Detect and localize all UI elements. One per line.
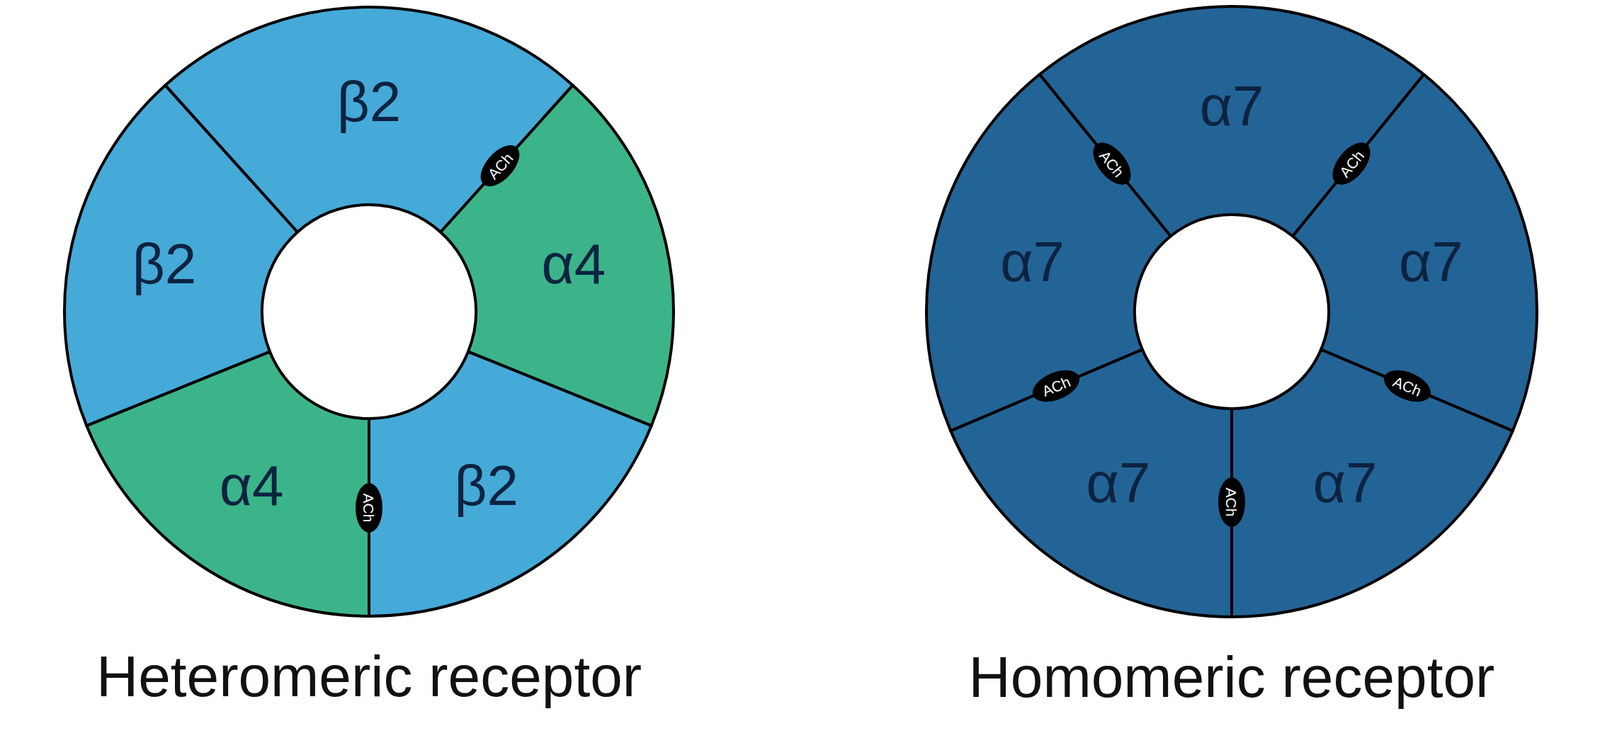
segment-outline	[1231, 349, 1513, 617]
ach-label: ACh	[1391, 373, 1424, 399]
subunit-label: α7	[1398, 233, 1464, 291]
subunit-label: α7	[1199, 77, 1265, 135]
ach-label: ACh	[1336, 147, 1367, 180]
subunit-segment: α7	[923, 3, 1540, 620]
subunit-label: β2	[132, 235, 197, 293]
segment-outline	[369, 352, 652, 617]
subunit-label: α7	[1313, 454, 1378, 512]
ach-binding-site: ACh	[355, 483, 383, 533]
subunit-label: β2	[454, 457, 520, 515]
ach-label: ACh	[1039, 373, 1073, 399]
segment-outline	[950, 349, 1232, 617]
ach-label: ACh	[1096, 147, 1127, 180]
subunit-segment: α7	[923, 3, 1540, 620]
segment-outline	[440, 84, 674, 426]
segment-shape	[923, 3, 1540, 620]
segment-outline	[926, 74, 1171, 431]
segment-shape	[923, 3, 1540, 620]
ach-binding-site: ACh	[1027, 364, 1084, 408]
ach-binding-site: ACh	[1379, 364, 1435, 408]
segment-outline	[86, 352, 370, 617]
receptor-ring: Heteromeric receptorβ2β2α4α4β2AChACh	[61, 4, 677, 620]
segment-shape	[923, 3, 1540, 620]
segment-shape	[923, 3, 1540, 620]
subunit-label: α4	[541, 235, 607, 293]
segment-outline	[1292, 74, 1537, 431]
subunit-label: β2	[337, 73, 402, 131]
segment-outline	[64, 84, 298, 426]
ach-binding-site: ACh	[1218, 477, 1246, 527]
receptor-caption: Heteromeric receptor	[96, 644, 642, 709]
subunit-label: α7	[1000, 233, 1065, 291]
receptor-caption: Homomeric receptor	[968, 645, 1496, 709]
subunit-segment: α7	[923, 3, 1540, 620]
subunit-label: α4	[219, 457, 285, 515]
segment-shape	[923, 3, 1540, 620]
ach-label: ACh	[1224, 488, 1240, 518]
subunit-segment: α7	[923, 3, 1540, 620]
subunit-segment: α7	[923, 3, 1540, 620]
subunit-label: α7	[1086, 454, 1151, 512]
ach-binding-site: ACh	[1085, 135, 1139, 192]
ach-binding-site: ACh	[473, 138, 527, 194]
receptor-ring: Homomeric receptorα7α7α7α7α7AChAChAChACh…	[923, 3, 1540, 620]
ach-label: ACh	[361, 492, 377, 523]
ach-binding-site: ACh	[1325, 135, 1379, 192]
ach-label: ACh	[485, 150, 516, 182]
segment-outline	[165, 7, 573, 233]
segment-outline	[1039, 6, 1424, 237]
